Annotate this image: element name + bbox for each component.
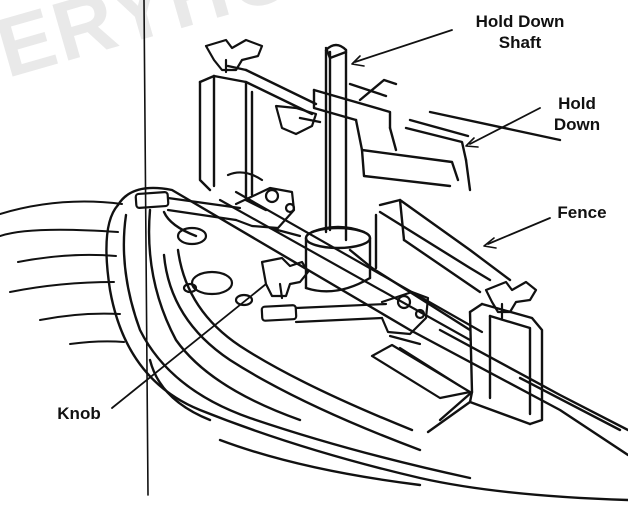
arrowhead-fence: [483, 237, 497, 249]
table-holes: [176, 226, 254, 307]
leader-hold-down: [469, 107, 541, 145]
fence-post-left: [198, 64, 318, 212]
clamp-arm-lower: [260, 290, 430, 346]
arrowhead-hold-down: [465, 137, 479, 148]
label-hold-down-shaft-line1: Hold Down: [475, 12, 565, 31]
label-hold-down-line1: Hold: [558, 94, 596, 113]
label-hold-down-shaft: Hold Down Shaft: [452, 11, 588, 53]
table-base: [105, 186, 628, 502]
arrowhead-hold-down-shaft: [351, 55, 365, 67]
wing-knob-top-left: [204, 38, 264, 74]
hold-down-clamp: [298, 78, 562, 192]
leader-hold-down-shaft: [354, 29, 453, 63]
knob-center: [260, 256, 310, 300]
label-knob: Knob: [57, 404, 101, 423]
label-hold-down: Hold Down: [540, 93, 614, 135]
wing-knob-right: [484, 280, 538, 320]
callout-leaders: [111, 29, 551, 409]
wing-knob-mid: [274, 104, 318, 136]
clamp-arm-upper: [134, 186, 302, 238]
slot-track: [218, 171, 484, 400]
leader-fence: [487, 217, 551, 245]
fence-post-right: [426, 302, 544, 434]
hold-down-shaft: [324, 43, 348, 242]
leader-knob: [111, 283, 267, 409]
label-fence: Fence: [557, 203, 607, 222]
vertical-reference-line: [143, 0, 149, 496]
label-hold-down-line2: Down: [553, 115, 601, 134]
background-rings: [0, 200, 125, 345]
fence-panel: [348, 198, 512, 332]
label-hold-down-shaft-line2: Shaft: [498, 33, 542, 52]
shaft-collar: [304, 225, 372, 293]
